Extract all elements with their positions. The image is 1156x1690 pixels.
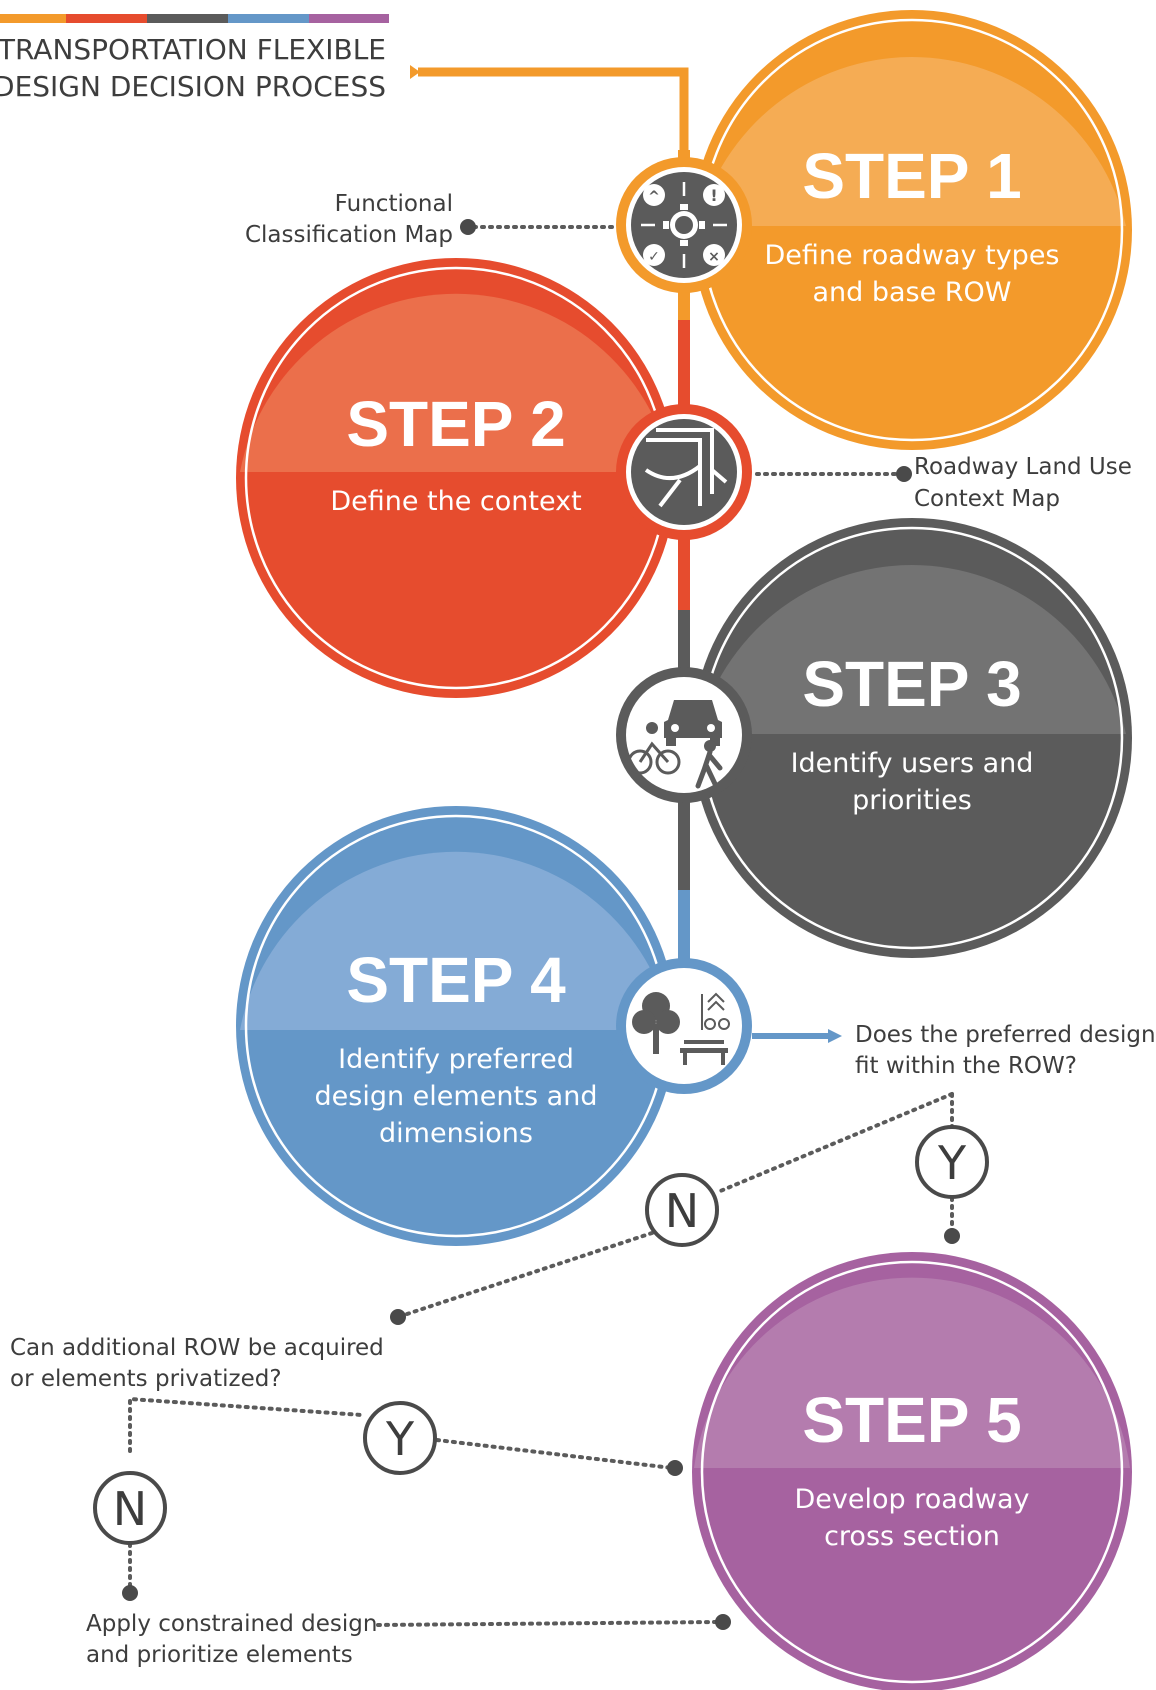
step-3-heading: STEP 3 (802, 648, 1021, 720)
decision-process-icon: ! ✓ × ^ (616, 157, 752, 293)
svg-text:!: ! (710, 186, 717, 205)
step-4-description-line-1: Identify preferred (338, 1044, 574, 1075)
context-map-icon (616, 404, 752, 540)
decision-no-node-1: N (645, 1173, 719, 1247)
step-2-circle (236, 258, 676, 698)
step-4-circle (236, 806, 676, 1246)
step-2-heading: STEP 2 (346, 388, 565, 460)
diagram-title-line-1: TRANSPORTATION FLEXIBLE (0, 33, 386, 66)
road-users-icon (616, 667, 752, 803)
svg-text:✓: ✓ (648, 249, 660, 265)
header-color-bar (0, 14, 389, 23)
context-map-label-line-2: Context Map (914, 486, 1060, 512)
step-5-heading: STEP 5 (802, 1384, 1021, 1456)
decision-no-label-2: N (113, 1482, 147, 1536)
row-question-line-1: Does the preferred design (855, 1022, 1156, 1048)
functional-map-label-line-2: Classification Map (245, 222, 453, 248)
functional-map-label-line-1: Functional (335, 191, 453, 217)
step-2-description-line-1: Define the context (330, 486, 581, 517)
step-5-circle (692, 1252, 1132, 1690)
connector-endpoints (122, 219, 960, 1630)
step-4-description-line-3: dimensions (379, 1118, 533, 1149)
title-connector-arrow (410, 65, 689, 150)
step-1-circle (692, 10, 1132, 450)
dotted-connectors (128, 225, 954, 1627)
step-4-heading: STEP 4 (346, 944, 566, 1016)
decision-yes-node-2: Y (363, 1401, 437, 1475)
acquire-question-line-1: Can additional ROW be acquired (10, 1335, 384, 1361)
step-1-description-line-2: and base ROW (812, 277, 1011, 308)
step-3-circle (692, 518, 1132, 958)
step-5-description-line-1: Develop roadway (794, 1484, 1029, 1515)
step-4-description-line-2: design elements and (315, 1081, 598, 1112)
diagram-title-line-2: DESIGN DECISION PROCESS (0, 70, 386, 103)
row-question-line-2: fit within the ROW? (855, 1053, 1077, 1079)
constrained-design-line-2: and prioritize elements (86, 1642, 353, 1668)
acquire-question-line-2: or elements privatized? (10, 1366, 282, 1392)
context-map-label-line-1: Roadway Land Use (914, 454, 1132, 480)
step-3-description-line-2: priorities (852, 785, 972, 816)
row-question-arrow (752, 1029, 842, 1043)
decision-no-node-2: N (93, 1471, 167, 1545)
decision-no-label-1: N (665, 1184, 699, 1238)
svg-text:×: × (708, 249, 720, 265)
constrained-design-line-1: Apply constrained design (86, 1611, 377, 1637)
step-5-description-line-2: cross section (824, 1521, 1000, 1552)
streetscape-elements-icon (616, 958, 752, 1094)
decision-yes-label-2: Y (385, 1412, 415, 1466)
step-1-description-line-1: Define roadway types (765, 240, 1060, 271)
step-1-heading: STEP 1 (802, 140, 1021, 212)
step-3-description-line-1: Identify users and (791, 748, 1034, 779)
decision-yes-node-1: Y (915, 1125, 989, 1199)
decision-yes-label-1: Y (937, 1136, 967, 1190)
svg-text:^: ^ (648, 189, 660, 205)
